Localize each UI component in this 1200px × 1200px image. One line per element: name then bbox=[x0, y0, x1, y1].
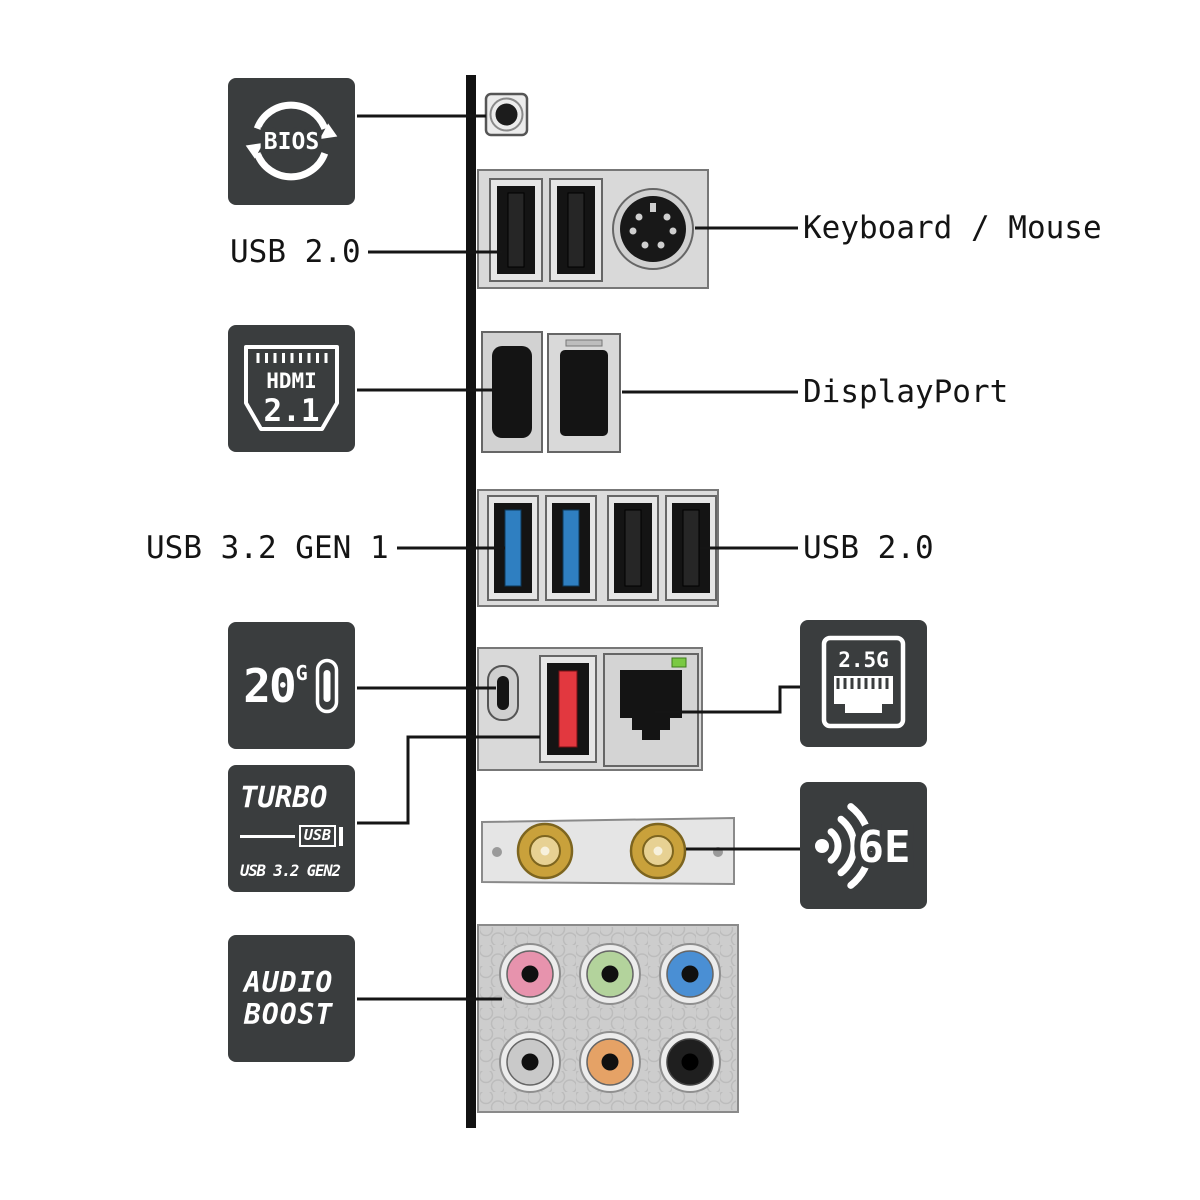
audio-boost-badge: AUDIO BOOST bbox=[228, 935, 355, 1062]
io-bracket-bar bbox=[466, 75, 476, 1128]
bios-flashback-badge: BIOS bbox=[228, 78, 355, 205]
lan-rj45-icon: 2.5G bbox=[821, 635, 906, 729]
bios-flashback-icon: BIOS bbox=[245, 101, 338, 181]
hdmi-port bbox=[481, 331, 543, 453]
video-ports-block bbox=[481, 331, 621, 453]
usb-quad-block bbox=[477, 489, 719, 607]
turbo-usb-chip-row: USB bbox=[240, 825, 343, 847]
usb-2-0-port bbox=[607, 495, 659, 601]
audio-jack-blue bbox=[659, 943, 721, 1005]
audio-badge-line1: AUDIO bbox=[244, 965, 334, 999]
hdmi-badge: HDMI 2.1 bbox=[228, 325, 355, 452]
wifi-6e-badge: 6E bbox=[800, 782, 927, 909]
usb-2-0-port bbox=[665, 495, 717, 601]
audio-jack-pink bbox=[499, 943, 561, 1005]
usb2-ps2-block bbox=[477, 169, 709, 289]
antenna-sma-connector bbox=[629, 822, 687, 880]
label-displayport: DisplayPort bbox=[803, 374, 1009, 410]
usb-3-2-gen1-port bbox=[545, 495, 597, 601]
lan-badge-text: 2.5G bbox=[838, 648, 889, 672]
wifi-antenna-block bbox=[481, 816, 735, 886]
hdmi-badge-version: 2.1 bbox=[264, 393, 320, 429]
label-usb-3-2-gen1: USB 3.2 GEN 1 bbox=[146, 530, 389, 566]
hdmi-icon-pins bbox=[256, 353, 328, 363]
audio-jack-gray bbox=[499, 1031, 561, 1093]
label-usb-2-0-left: USB 2.0 bbox=[230, 234, 361, 270]
line-lan bbox=[655, 685, 800, 714]
usb-type-c-port bbox=[487, 665, 519, 721]
usbc-lan-block bbox=[477, 647, 703, 771]
bios-badge-text: BIOS bbox=[264, 129, 319, 155]
turbo-title: TURBO bbox=[240, 780, 328, 814]
lan-icon-pins bbox=[836, 678, 889, 689]
audio-jack-black bbox=[659, 1031, 721, 1093]
antenna-sma-connector bbox=[516, 822, 574, 880]
ethernet-rj45-port bbox=[603, 653, 699, 767]
label-keyboard-mouse: Keyboard / Mouse bbox=[803, 210, 1102, 246]
turbo-usb-chip: USB bbox=[298, 825, 336, 847]
hdmi-icon: HDMI 2.1 bbox=[244, 345, 339, 431]
usb-2-0-port bbox=[549, 178, 603, 282]
label-usb-2-0-right: USB 2.0 bbox=[803, 530, 934, 566]
wifi-badge-text: 6E bbox=[858, 822, 911, 873]
wifi-icon: 6E bbox=[815, 803, 916, 889]
usb-3-2-gen2-port bbox=[539, 655, 597, 763]
20g-value: 20 bbox=[243, 658, 296, 713]
bios-flashback-button bbox=[484, 92, 529, 137]
lan-2-5g-badge: 2.5G bbox=[800, 620, 927, 747]
audio-badge-line2: BOOST bbox=[244, 997, 334, 1031]
ps2-port bbox=[612, 188, 694, 270]
20g-unit: G bbox=[295, 660, 308, 685]
hdmi-badge-name: HDMI bbox=[266, 369, 317, 393]
usb-2-0-port bbox=[489, 178, 543, 282]
displayport-port bbox=[547, 333, 621, 453]
audio-jack-orange bbox=[579, 1031, 641, 1093]
callout-lines bbox=[357, 114, 800, 1001]
turbo-usb-badge: TURBO USB USB 3.2 GEN2 bbox=[228, 765, 355, 892]
line-turbo-usb bbox=[357, 735, 540, 825]
audio-jack-green bbox=[579, 943, 641, 1005]
audio-jack-block bbox=[477, 924, 739, 1113]
turbo-subtitle: USB 3.2 GEN2 bbox=[240, 862, 341, 880]
usb-c-icon bbox=[315, 658, 338, 713]
